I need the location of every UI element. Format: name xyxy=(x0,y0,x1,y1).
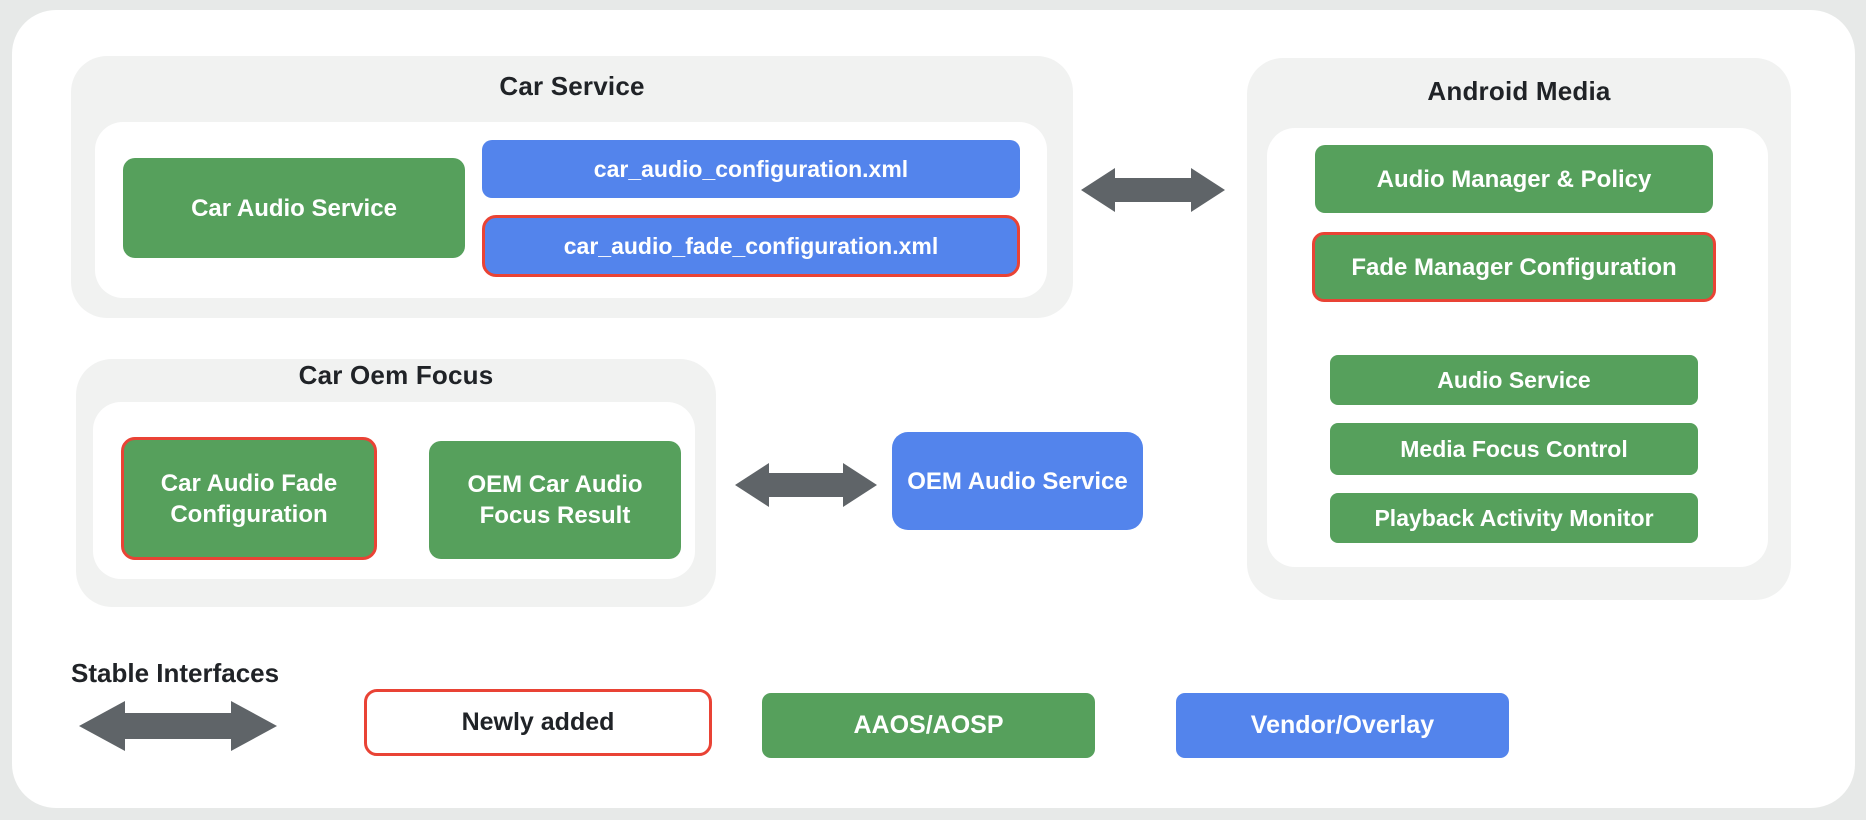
node-car-audio-configuration-xml: car_audio_configuration.xml xyxy=(482,140,1020,198)
arrow-shaft xyxy=(1115,178,1191,202)
arrow-left-head xyxy=(735,463,769,507)
arrow-shaft xyxy=(769,473,843,497)
panel-title-android-media: Android Media xyxy=(1427,76,1611,106)
arrow-shaft xyxy=(125,713,231,739)
double-arrow-icon xyxy=(735,463,877,507)
arrow-right-head xyxy=(843,463,877,507)
arrow-left-head xyxy=(79,701,125,751)
node-playback-activity-monitor: Playback Activity Monitor xyxy=(1330,493,1698,543)
node-audio-manager-policy: Audio Manager & Policy xyxy=(1315,145,1713,213)
arrow-right-head xyxy=(231,701,277,751)
node-car-audio-fade-configuration: Car Audio Fade Configuration xyxy=(121,437,377,560)
double-arrow-icon xyxy=(1081,168,1225,212)
node-media-focus-control: Media Focus Control xyxy=(1330,423,1698,475)
node-car-audio-fade-configuration-xml: car_audio_fade_configuration.xml xyxy=(482,215,1020,277)
panel-title-car-oem-focus: Car Oem Focus xyxy=(298,360,494,390)
arrow-right-head xyxy=(1191,168,1225,212)
node-oem-audio-service: OEM Audio Service xyxy=(892,432,1143,530)
legend-stable-interfaces-label: Stable Interfaces xyxy=(71,658,280,688)
node-oem-car-audio-focus-result: OEM Car Audio Focus Result xyxy=(429,441,681,559)
node-fade-manager-configuration: Fade Manager Configuration xyxy=(1312,232,1716,302)
legend-aaos-aosp: AAOS/AOSP xyxy=(762,693,1095,758)
node-car-audio-service: Car Audio Service xyxy=(123,158,465,258)
legend-vendor-overlay: Vendor/Overlay xyxy=(1176,693,1509,758)
legend-newly-added: Newly added xyxy=(364,689,712,756)
arrow-left-head xyxy=(1081,168,1115,212)
double-arrow-icon xyxy=(79,701,277,751)
panel-title-car-service: Car Service xyxy=(499,71,645,101)
node-audio-service: Audio Service xyxy=(1330,355,1698,405)
